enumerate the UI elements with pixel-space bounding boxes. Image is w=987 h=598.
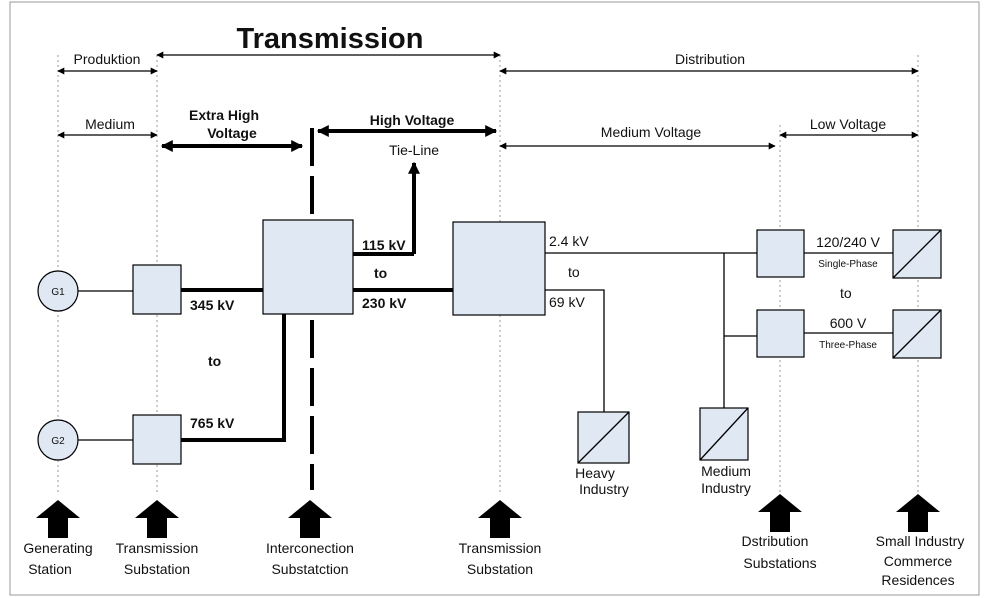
produktion-label: Produktion <box>74 51 141 67</box>
heavy-industry-label-2: Industry <box>579 481 629 497</box>
transmission-substation-1 <box>132 264 182 315</box>
distribution-substations-label-1: Dstribution <box>742 533 809 549</box>
small-industry-label-1: Small Industry <box>876 533 965 549</box>
extra-high-voltage-label-1: Extra High <box>189 107 259 123</box>
up-arrow-transmission-substation <box>135 500 179 538</box>
voltage-345kv: 345 kV <box>190 297 235 313</box>
small-industry-label-3: Residences <box>881 572 954 588</box>
heading-arrows-row-2 <box>57 125 919 152</box>
medium-label: Medium <box>85 116 135 132</box>
medium-industry-label-1: Medium <box>701 463 751 479</box>
heavy-industry-label-1: Heavy <box>575 465 615 481</box>
single-phase-label: Single-Phase <box>818 259 878 270</box>
up-arrow-interconnection-substation <box>288 500 332 538</box>
voltage-765kv: 765 kV <box>190 415 235 431</box>
transformer-medium-industry <box>699 407 749 461</box>
up-arrow-small-industry <box>896 494 940 532</box>
up-arrow-generating-station <box>36 500 80 538</box>
extra-high-voltage-label-2: Voltage <box>207 125 257 141</box>
tie-line-label: Tie-Line <box>389 142 439 158</box>
voltage-120-240v: 120/240 V <box>816 234 880 250</box>
voltage-600v: 600 V <box>830 315 867 331</box>
transmission-substation-label-1: Transmission <box>116 540 199 556</box>
transmission-substation-label-2: Substation <box>124 561 190 577</box>
transformer-residence-2 <box>892 309 942 359</box>
heading-arrows-row-1 <box>57 51 919 75</box>
transmission-substation-3 <box>452 221 546 316</box>
wiring <box>78 161 893 442</box>
voltage-115kv: 115 kV <box>362 237 406 253</box>
small-industry-label-2: Commerce <box>884 553 953 569</box>
interconnection-substation <box>262 219 354 315</box>
transformer-residence-1 <box>892 229 942 279</box>
voltage-to-left: to <box>208 353 221 369</box>
three-phase-label: Three-Phase <box>819 340 877 351</box>
up-arrow-transmission-substation-2 <box>478 500 522 538</box>
distribution-substation-2 <box>756 309 805 358</box>
medium-industry-label-2: Industry <box>701 480 751 496</box>
low-voltage-label: Low Voltage <box>810 116 886 132</box>
voltage-to-mid: to <box>374 265 387 281</box>
interconnection-substation-label-1: Interconection <box>266 540 354 556</box>
generator-g1 <box>37 270 79 312</box>
distribution-substations-label-2: Substations <box>743 555 816 571</box>
interconnection-substation-label-2: Substatction <box>271 561 348 577</box>
distribution-label: Distribution <box>675 51 745 67</box>
diagram-frame <box>9 1 980 596</box>
medium-voltage-label: Medium Voltage <box>601 124 702 140</box>
transmission-substation-2-label-1: Transmission <box>459 540 542 556</box>
transformer-heavy-industry <box>577 411 630 464</box>
transmission-substation-2 <box>132 414 182 465</box>
voltage-69kv: 69 kV <box>549 294 585 310</box>
voltage-2-4kv: 2.4 kV <box>549 233 589 249</box>
bottom-arrows <box>36 494 940 538</box>
generating-station-label-2: Station <box>28 561 72 577</box>
voltage-to-low: to <box>840 285 852 301</box>
generator-g1-label: G1 <box>51 287 65 298</box>
voltage-230kv: 230 kV <box>362 295 407 311</box>
voltage-to-right: to <box>568 264 580 280</box>
up-arrow-distribution-substations <box>758 494 802 532</box>
generator-g2 <box>37 419 79 461</box>
high-voltage-label: High Voltage <box>370 112 455 128</box>
transmission-substation-2-label-2: Substation <box>467 561 533 577</box>
generator-g2-label: G2 <box>51 436 65 447</box>
distribution-substation-1 <box>756 229 805 278</box>
diagram-title: Transmission <box>237 23 424 55</box>
generating-station-label-1: Generating <box>23 540 92 556</box>
